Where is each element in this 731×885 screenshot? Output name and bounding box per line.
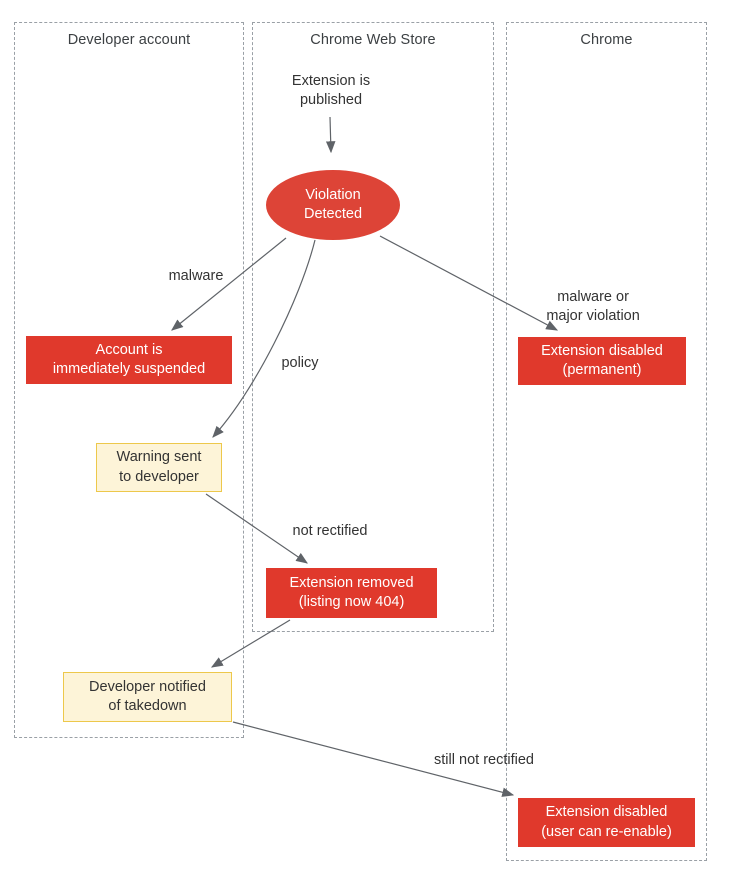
node-developer-notified-line2: of takedown [108, 698, 187, 714]
node-extension-published[interactable]: Extension is published [265, 66, 397, 116]
node-developer-notified-line1: Developer notified [89, 678, 206, 695]
edge-published-to-violation [325, 116, 336, 154]
edge-label-malware-or-major-violation-line1: malware or [557, 288, 629, 305]
edge-label-still-not-rectified: still not rectified [434, 752, 534, 768]
node-extension-published-line1: Extension is [291, 72, 371, 89]
edge-warning-to-removed [205, 493, 308, 564]
node-warning-sent[interactable]: Warning sent to developer [96, 443, 222, 492]
node-account-suspended-line1: Account is [95, 341, 163, 358]
node-warning-sent-line2: to developer [119, 468, 199, 485]
node-extension-removed[interactable]: Extension removed (listing now 404) [266, 568, 437, 618]
node-warning-sent-line1: Warning sent [116, 449, 202, 466]
lane-title-developer-account: Developer account [67, 32, 191, 48]
lane-chrome: Chrome [506, 22, 707, 861]
edge-violation-to-disabled-permanent [379, 235, 559, 331]
edge-violation-to-account-suspended [171, 237, 287, 331]
node-extension-disabled-reenable-line1: Extension disabled [545, 804, 668, 821]
node-extension-disabled-reenable-line2: (user can re-enable) [541, 823, 672, 840]
node-extension-disabled-permanent-line1: Extension disabled [541, 342, 663, 359]
lane-developer-account: Developer account [14, 22, 244, 738]
lane-title-chrome: Chrome [580, 32, 633, 48]
node-developer-notified[interactable]: Developer notified of takedown [63, 672, 232, 722]
node-account-suspended[interactable]: Account is immediately suspended [26, 336, 232, 384]
node-extension-disabled-permanent-line2: (permanent) [562, 362, 642, 378]
node-extension-published-line2: published [299, 92, 363, 108]
node-violation-detected-line2: Detected [303, 206, 363, 222]
node-extension-removed-line1: Extension removed [289, 574, 414, 591]
edge-label-malware-or-major-violation-line2: major violation [546, 307, 640, 324]
node-extension-removed-line2: (listing now 404) [298, 594, 405, 610]
edge-notified-to-disabled-reenable [232, 721, 515, 797]
edge-removed-to-notified [210, 619, 291, 668]
edge-label-malware: malware [168, 268, 224, 284]
lane-chrome-web-store: Chrome Web Store [252, 22, 494, 632]
node-account-suspended-line2: immediately suspended [52, 361, 206, 377]
edge-label-policy: policy [281, 355, 319, 371]
node-extension-disabled-permanent[interactable]: Extension disabled (permanent) [518, 337, 686, 385]
edge-label-malware-or-major-violation: malware or major violation [500, 269, 670, 344]
node-extension-disabled-reenable[interactable]: Extension disabled (user can re-enable) [518, 798, 695, 847]
node-violation-detected[interactable]: Violation Detected [266, 170, 400, 240]
lane-title-chrome-web-store: Chrome Web Store [310, 32, 436, 48]
edge-violation-to-warning [212, 239, 316, 438]
node-violation-detected-line1: Violation [305, 186, 361, 203]
edge-label-not-rectified: not rectified [292, 523, 368, 539]
